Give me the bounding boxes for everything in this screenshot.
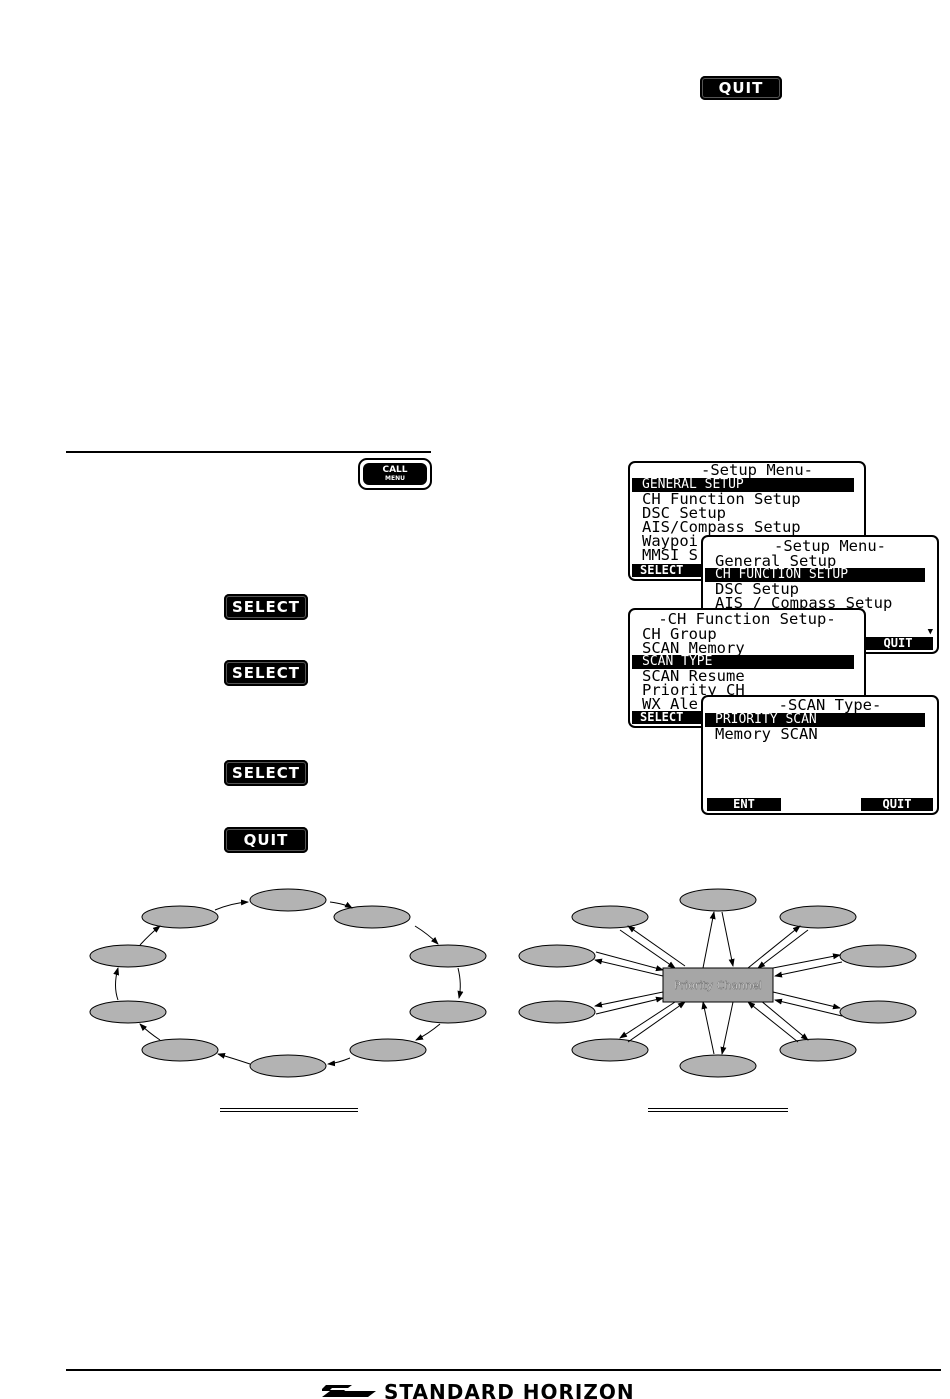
menu-item-ch-function-setup[interactable]: CH FUNCTION SETUP bbox=[705, 568, 925, 582]
menu-item-ch-group[interactable]: CH Group bbox=[642, 625, 717, 643]
ent-softkey[interactable]: ENT bbox=[707, 798, 781, 811]
channel-node bbox=[141, 905, 219, 929]
menu-item-general-setup[interactable]: GENERAL SETUP bbox=[632, 478, 854, 492]
menu-item-waypoint[interactable]: Waypoi bbox=[642, 532, 698, 550]
menu-item-ais-compass-setup[interactable]: AIS / Compass Setup bbox=[715, 594, 893, 612]
channel-node bbox=[679, 1054, 757, 1078]
menu-item-wx-alert[interactable]: WX Ale bbox=[642, 695, 698, 713]
channel-node bbox=[89, 944, 167, 968]
screen-title: -Setup Menu- bbox=[774, 537, 886, 555]
section-rule bbox=[66, 451, 431, 453]
footer-rule bbox=[66, 1369, 941, 1371]
channel-node bbox=[571, 905, 649, 929]
priority-channel-label: Priority Channel bbox=[674, 979, 762, 992]
call-key-label: CALL bbox=[382, 465, 408, 475]
menu-item-general-setup[interactable]: General Setup bbox=[715, 552, 837, 570]
channel-node bbox=[89, 1000, 167, 1024]
quit-key-header[interactable]: QUIT bbox=[700, 76, 782, 100]
lcd-setup-menu-1: -Setup Menu- GENERAL SETUP CH Function S… bbox=[628, 461, 866, 581]
channel-node bbox=[349, 1038, 427, 1062]
channel-node bbox=[679, 888, 757, 912]
caption-rule-memory-scan-2 bbox=[220, 1111, 358, 1112]
channel-node bbox=[839, 944, 917, 968]
menu-item-dsc-setup[interactable]: DSC Setup bbox=[715, 580, 799, 598]
channel-node bbox=[779, 905, 857, 929]
lcd-scan-type: -SCAN Type- PRIORITY SCAN Memory SCAN EN… bbox=[701, 695, 939, 815]
select-key-step3[interactable]: SELECT bbox=[224, 760, 308, 786]
caption-rule-priority-scan bbox=[648, 1108, 788, 1109]
menu-item-scan-memory[interactable]: SCAN Memory bbox=[642, 639, 745, 657]
memory-scan-diagram bbox=[89, 888, 487, 1078]
quit-softkey[interactable]: QUIT bbox=[863, 637, 933, 650]
channel-node bbox=[518, 1000, 596, 1024]
menu-item-mmsi[interactable]: MMSI S bbox=[642, 546, 698, 564]
select-softkey[interactable]: SELECT bbox=[632, 711, 714, 724]
priority-scan-diagram: Priority Channel bbox=[518, 888, 917, 1078]
screen-title: -SCAN Type- bbox=[778, 696, 882, 714]
quit-softkey[interactable]: QUIT bbox=[861, 798, 933, 811]
menu-item-ch-function-setup[interactable]: CH Function Setup bbox=[642, 490, 801, 508]
scroll-down-icon: ▼ bbox=[927, 627, 933, 637]
menu-item-memory-scan[interactable]: Memory SCAN bbox=[715, 725, 818, 743]
call-menu-key[interactable]: CALL MENU bbox=[358, 458, 432, 490]
channel-node bbox=[333, 905, 411, 929]
menu-item-scan-type[interactable]: SCAN TYPE bbox=[632, 655, 854, 669]
priority-channel-box bbox=[662, 967, 774, 1003]
channel-node bbox=[409, 944, 487, 968]
channel-node bbox=[779, 1038, 857, 1062]
menu-item-priority-scan[interactable]: PRIORITY SCAN bbox=[705, 713, 925, 727]
screen-title: -Setup Menu- bbox=[701, 461, 813, 479]
caption-rule-priority-scan-2 bbox=[648, 1111, 788, 1112]
channel-node bbox=[249, 1054, 327, 1078]
caption-rule-memory-scan bbox=[220, 1108, 358, 1109]
select-softkey[interactable]: SELECT bbox=[632, 564, 714, 577]
channel-node bbox=[141, 1038, 219, 1062]
channel-node bbox=[518, 944, 596, 968]
select-key-step1[interactable]: SELECT bbox=[224, 594, 308, 620]
menu-item-priority-ch[interactable]: Priority CH bbox=[642, 681, 745, 699]
channel-node bbox=[249, 888, 327, 912]
menu-key-label: MENU bbox=[385, 475, 405, 482]
channel-node bbox=[839, 1000, 917, 1024]
brand-name: STANDARD HORIZON bbox=[384, 1380, 635, 1399]
menu-item-dsc-setup[interactable]: DSC Setup bbox=[642, 504, 726, 522]
channel-node bbox=[409, 1000, 487, 1024]
menu-item-scan-resume[interactable]: SCAN Resume bbox=[642, 667, 745, 685]
quit-key-step4[interactable]: QUIT bbox=[224, 827, 308, 853]
channel-node bbox=[571, 1038, 649, 1062]
brand-logo: STANDARD HORIZON bbox=[322, 1380, 692, 1399]
screen-title: -CH Function Setup- bbox=[658, 610, 836, 628]
select-key-step2[interactable]: SELECT bbox=[224, 660, 308, 686]
menu-item-ais-compass-setup[interactable]: AIS/Compass Setup bbox=[642, 518, 801, 536]
brand-mark-icon bbox=[322, 1385, 376, 1397]
